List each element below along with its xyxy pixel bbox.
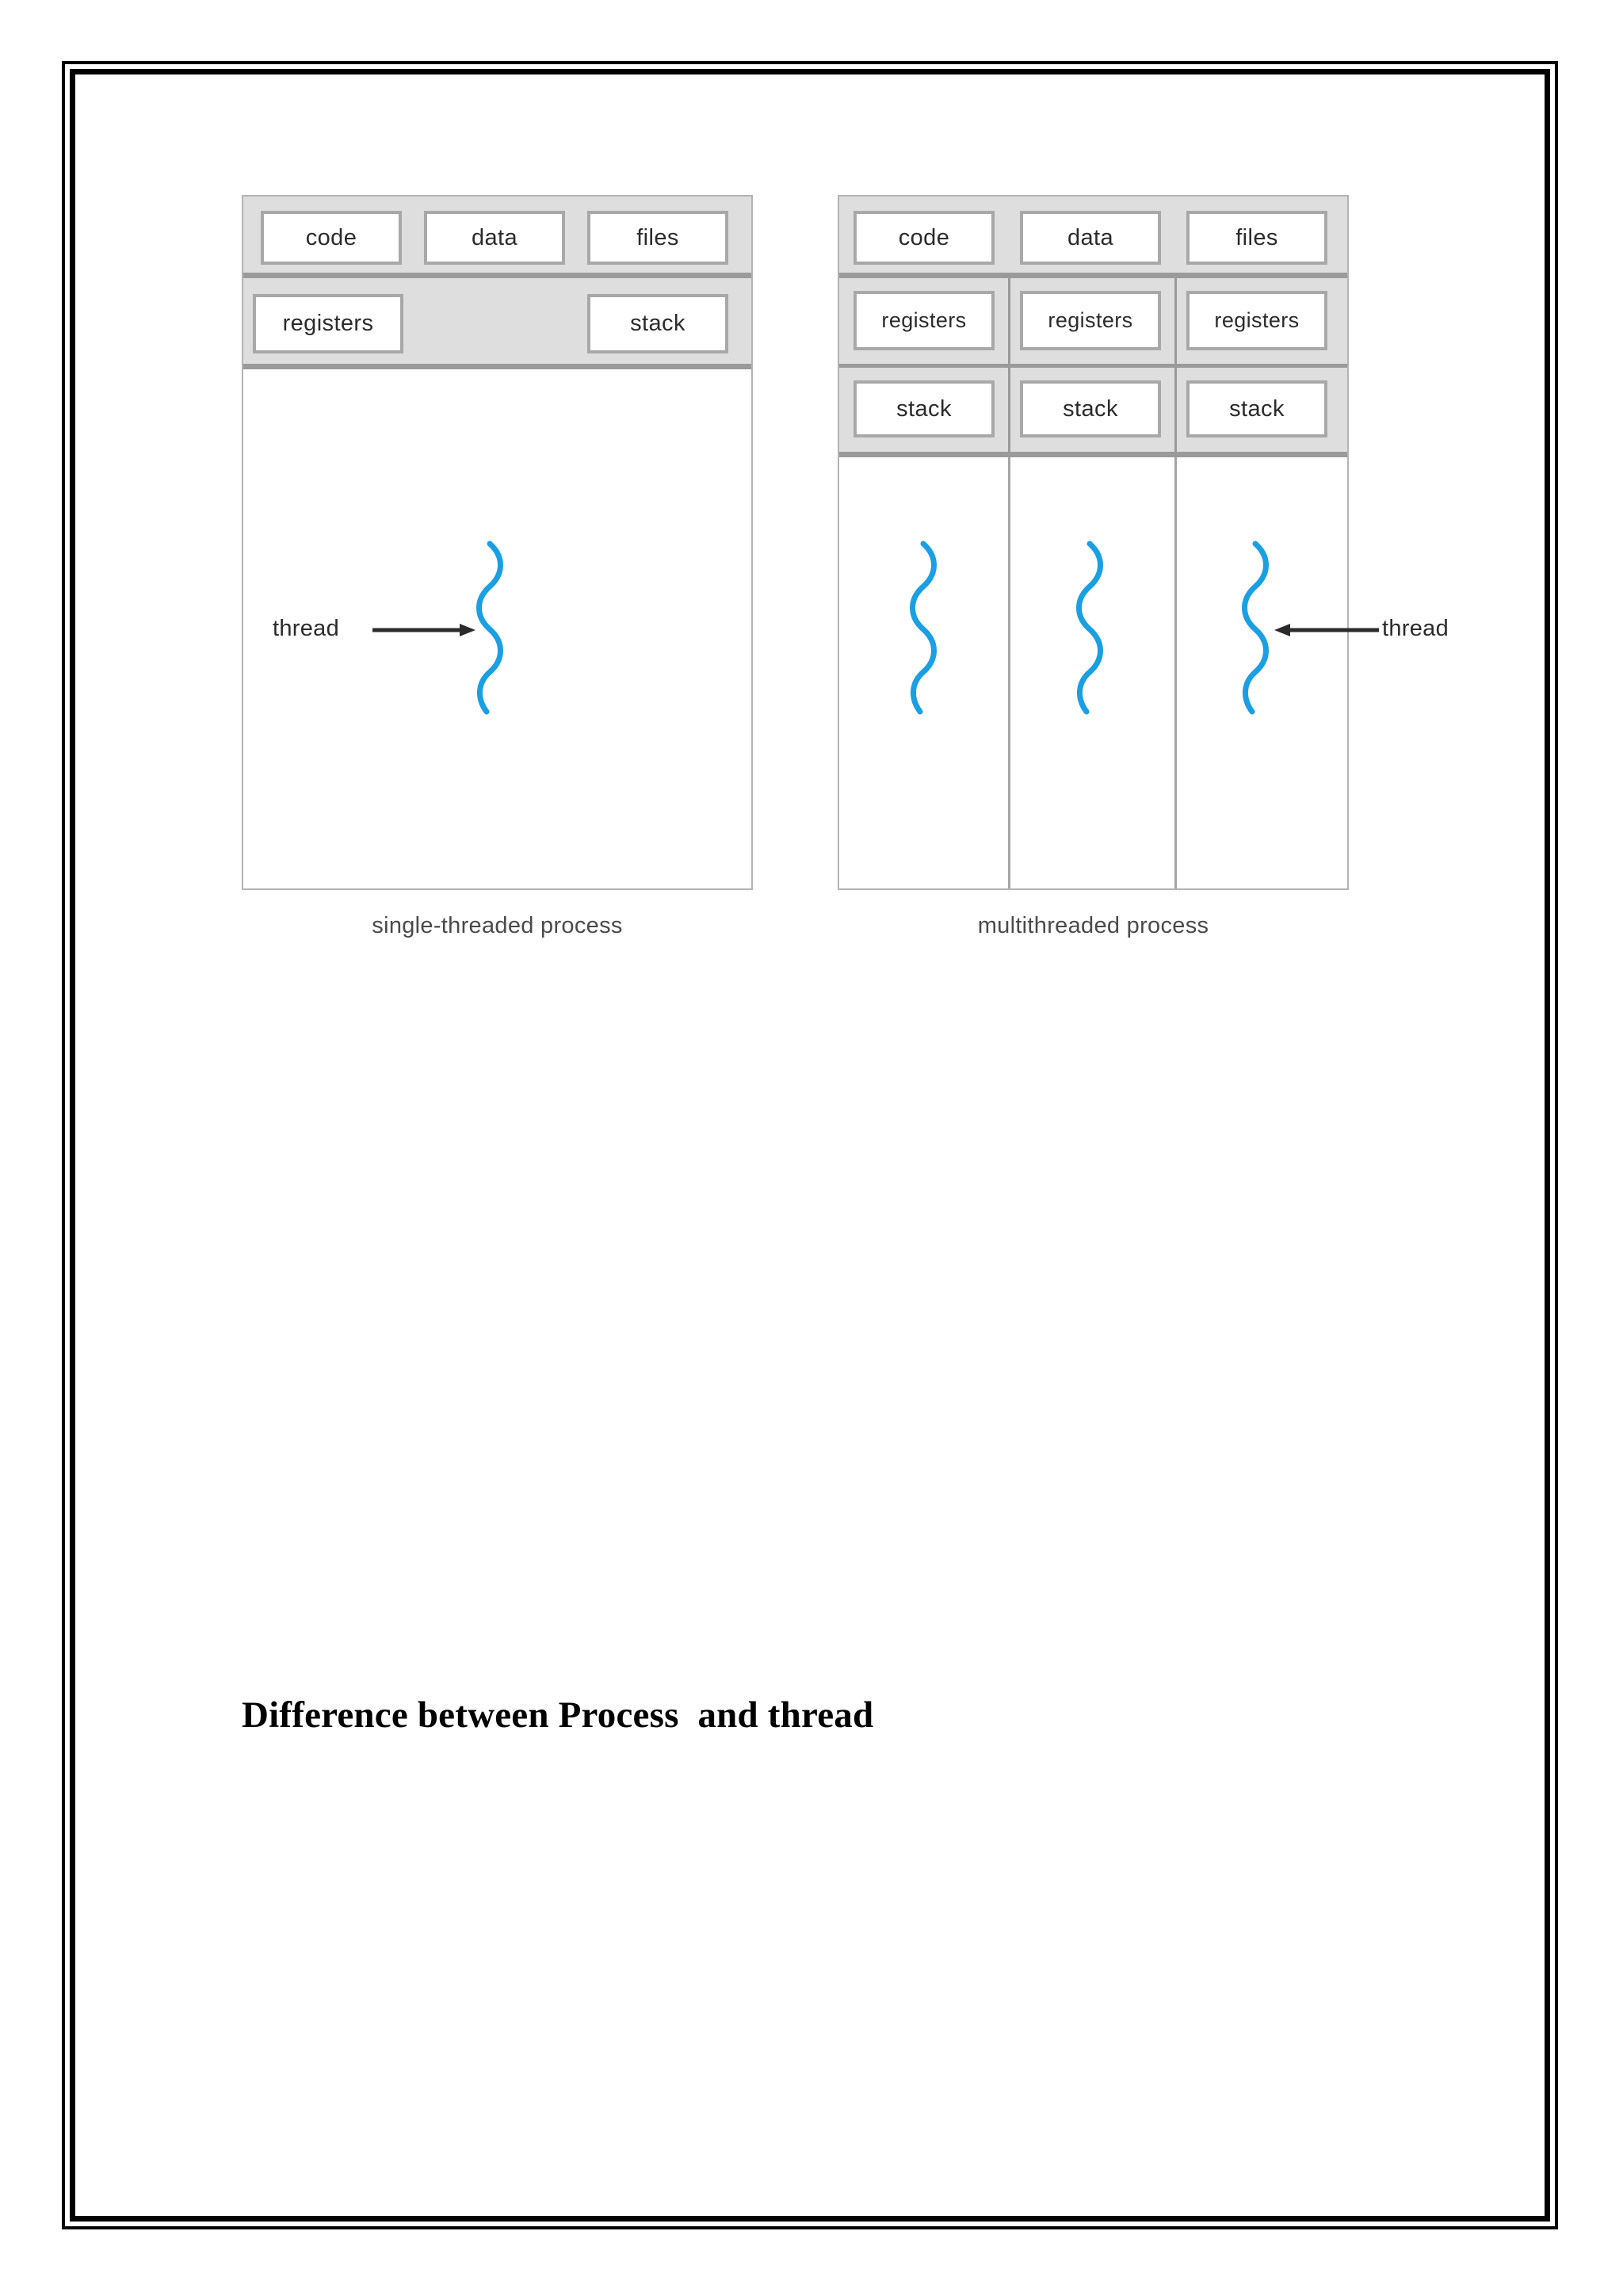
caption-single-threaded-process: single-threaded process xyxy=(372,913,623,938)
single-cell-code: code xyxy=(261,211,402,265)
multi-cell-code: code xyxy=(854,211,995,265)
page-border-outer xyxy=(62,61,1558,2229)
single-thread-state-row: registers stack xyxy=(243,278,751,369)
multi-cell-files: files xyxy=(1186,211,1327,265)
multi-cell-data: data xyxy=(1020,211,1161,265)
multi-cell-registers-2: registers xyxy=(1186,291,1327,350)
multi-cell-stack-0: stack xyxy=(854,380,995,437)
thread-label-left: thread xyxy=(273,616,340,641)
multi-cell-stack-2: stack xyxy=(1186,380,1327,437)
multi-cell-registers-0: registers xyxy=(854,291,995,350)
multithreaded-process-diagram: code data files registers registers regi… xyxy=(838,195,1349,890)
single-cell-registers: registers xyxy=(253,294,403,353)
multi-stacks-row: stack stack stack xyxy=(839,368,1347,457)
page-border-inner xyxy=(70,69,1550,2222)
multi-cell-registers-1: registers xyxy=(1020,291,1161,350)
single-shared-resources-row: code data files xyxy=(243,197,751,278)
page-title: Difference between Process and thread xyxy=(242,1694,874,1736)
single-thread-area xyxy=(243,369,751,888)
caption-multithreaded-process: multithreaded process xyxy=(977,913,1209,938)
multi-thread-separator-2 xyxy=(1174,457,1177,888)
single-cell-data: data xyxy=(424,211,565,265)
thread-squiggle-icon xyxy=(1076,541,1103,715)
thread-arrow-left-icon xyxy=(1274,624,1379,636)
thread-label-right: thread xyxy=(1382,616,1449,641)
single-cell-stack: stack xyxy=(587,294,728,353)
multi-column-separator-2 xyxy=(1174,278,1177,457)
single-threaded-process-diagram: code data files registers stack xyxy=(242,195,753,890)
thread-squiggle-icon xyxy=(910,541,937,715)
multi-shared-resources-row: code data files xyxy=(839,197,1347,278)
thread-squiggle-icon xyxy=(1242,541,1269,715)
multi-thread-separator-1 xyxy=(1008,457,1010,888)
thread-arrow-right-icon xyxy=(372,624,475,636)
multi-column-separator-1 xyxy=(1008,278,1010,457)
multi-cell-stack-1: stack xyxy=(1020,380,1161,437)
multi-registers-row: registers registers registers xyxy=(839,278,1347,368)
single-cell-files: files xyxy=(587,211,728,265)
thread-squiggle-icon xyxy=(476,541,503,715)
